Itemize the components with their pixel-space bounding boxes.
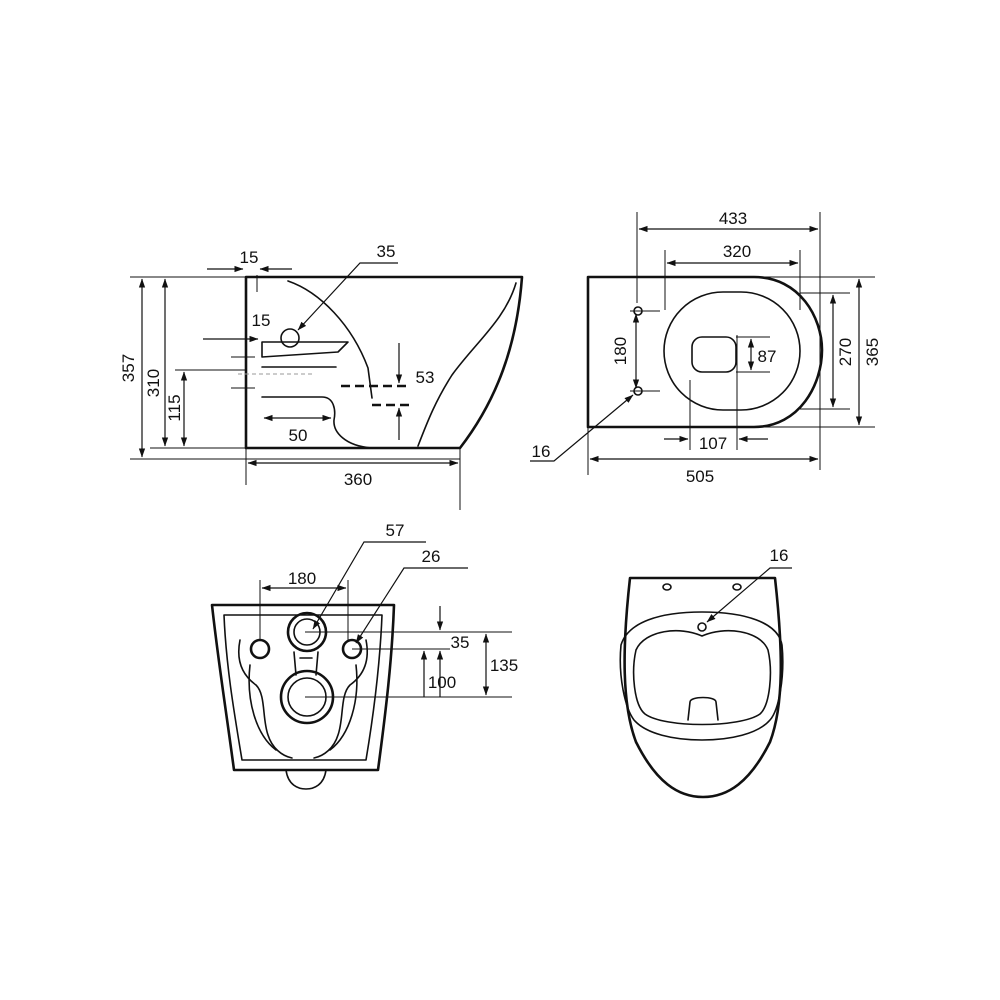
label-top-drain-size: 87 xyxy=(758,347,777,366)
top-view-drain xyxy=(691,336,737,373)
front-seat-hole-left xyxy=(662,583,672,591)
label-top-overall-width: 433 xyxy=(719,209,747,228)
back-view-base xyxy=(285,769,327,790)
label-back-bolt-spacing: 180 xyxy=(288,569,316,588)
label-side-outlet-length: 50 xyxy=(289,426,308,445)
label-back-outlet-diameter: 57 xyxy=(386,521,405,540)
side-inlet-channel xyxy=(261,341,349,358)
label-top-length: 505 xyxy=(686,467,714,486)
label-top-bolt-spacing: 180 xyxy=(611,337,630,365)
dim-35-leader xyxy=(297,262,398,331)
front-view-drain xyxy=(687,696,719,721)
front-view-rim xyxy=(619,611,784,741)
side-view: 357 310 115 360 15 15 35 53 50 xyxy=(119,242,524,510)
front-seat-hole-right xyxy=(732,583,742,591)
side-inlet-hole xyxy=(280,328,300,348)
label-back-inlet-to-outlet: 100 xyxy=(428,673,456,692)
label-top-bolt-diameter: 16 xyxy=(532,442,551,461)
dim-16-leader xyxy=(706,567,792,623)
side-view-inner-contour xyxy=(417,282,517,447)
front-view-bowl-inner xyxy=(632,630,772,726)
side-view-outline xyxy=(244,275,524,450)
label-top-inner-depth: 270 xyxy=(836,338,855,366)
dim-16-leader xyxy=(530,394,634,462)
dim-57-leader xyxy=(312,541,426,630)
label-top-seat-width: 320 xyxy=(723,242,751,261)
front-view-outline xyxy=(623,576,783,799)
label-front-tap-hole: 16 xyxy=(770,546,789,565)
label-top-drain-offset: 107 xyxy=(699,434,727,453)
top-view-bowl-opening xyxy=(663,291,801,411)
back-view-inner-outline xyxy=(223,614,383,761)
label-side-upper-height: 310 xyxy=(144,369,163,397)
side-outlet-pipe xyxy=(261,366,373,449)
label-side-inlet-offset: 15 xyxy=(252,311,271,330)
label-side-total-height: 357 xyxy=(119,354,138,382)
top-view: 433 320 365 270 180 87 107 505 16 xyxy=(530,209,882,486)
back-view-right-slot xyxy=(329,664,358,751)
front-view: 16 xyxy=(619,546,792,799)
label-side-wall-offset: 15 xyxy=(240,248,259,267)
back-view-left-rib xyxy=(238,639,293,759)
side-view-bowl-arc xyxy=(287,280,373,399)
back-view-center-channel xyxy=(293,651,319,676)
label-side-inlet-diameter: 35 xyxy=(377,242,396,261)
back-view-outline xyxy=(210,603,396,772)
front-tap-hole xyxy=(697,622,707,632)
label-back-total-height: 135 xyxy=(490,656,518,675)
label-top-depth: 365 xyxy=(863,338,882,366)
back-bolt-hole-left xyxy=(249,638,271,660)
label-back-bolt-diameter: 26 xyxy=(422,547,441,566)
back-view: 180 57 26 35 100 135 xyxy=(210,521,518,790)
label-side-length: 360 xyxy=(344,470,372,489)
back-view-right-rib xyxy=(313,639,368,759)
top-view-outline xyxy=(586,275,824,429)
label-back-inlet-offset: 35 xyxy=(451,633,470,652)
dim-26-leader xyxy=(355,567,468,644)
back-view-left-slot xyxy=(248,664,277,751)
label-side-outlet-spacing: 53 xyxy=(416,368,435,387)
label-side-outlet-height: 115 xyxy=(165,394,184,421)
